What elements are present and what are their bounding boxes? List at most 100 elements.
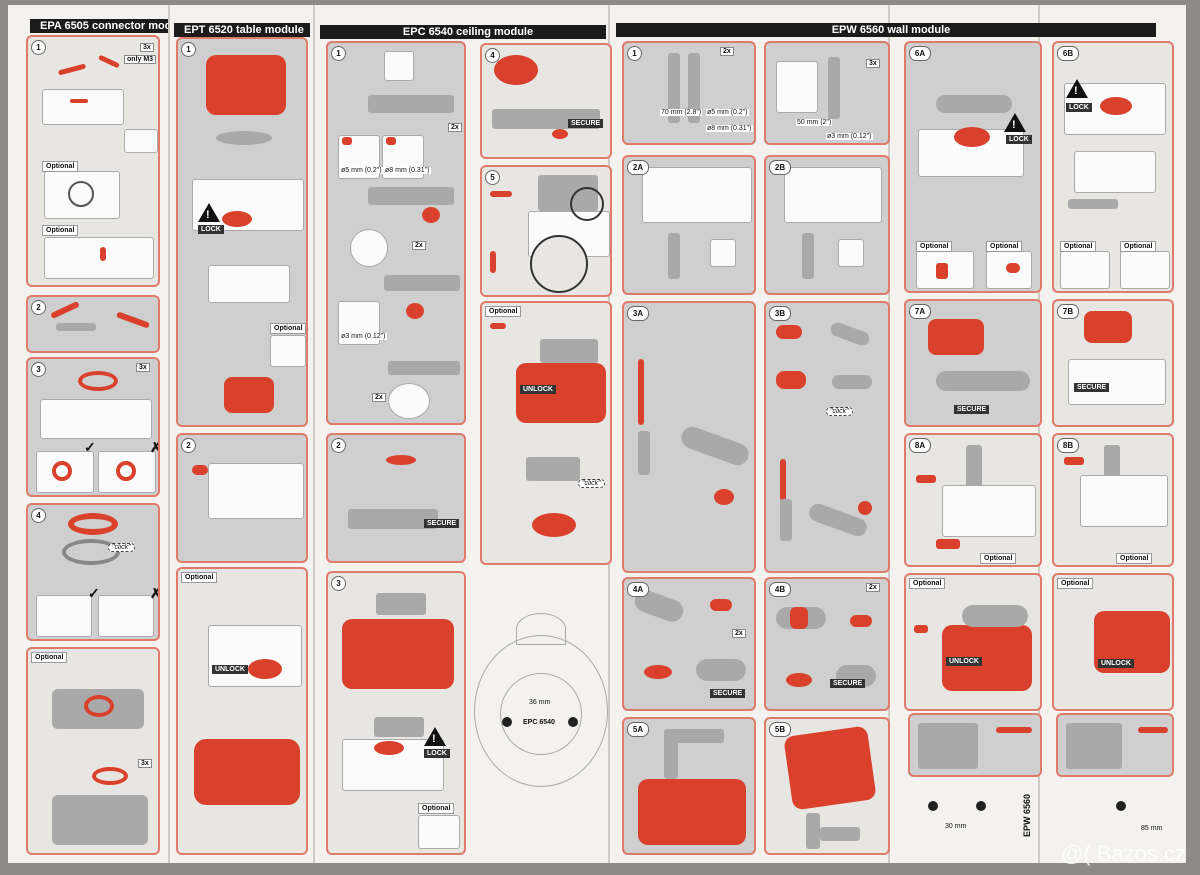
ceiling-step-6-panel: Optional UNLOCK "click": [480, 301, 612, 565]
step-number: 1: [331, 46, 346, 61]
table-step-1-panel: 1 ! LOCK Optional: [176, 37, 308, 427]
projector-illustration: [208, 625, 302, 687]
step-number: 4: [31, 508, 46, 523]
wall-step-10a-panel: [908, 713, 1042, 777]
projector-illustration: [942, 485, 1036, 537]
projector-red-illustration: [206, 55, 286, 115]
wall-step-2a-panel: 2A: [622, 155, 756, 295]
fold-line: [313, 5, 315, 863]
wall-step-4a-panel: 4A 2x SECURE: [622, 577, 756, 711]
step-number: 2: [181, 438, 196, 453]
step-number: 3: [331, 576, 346, 591]
header-table-module: EPT 6520 table module: [174, 23, 310, 37]
optional-label: Optional: [270, 323, 306, 334]
secure-label: SECURE: [1074, 383, 1110, 392]
header-ceiling-module: EPC 6540 ceiling module: [320, 25, 606, 39]
projector-red-illustration: [194, 739, 300, 805]
optional-label: Optional: [1120, 241, 1157, 252]
warning-icon: !: [198, 203, 220, 222]
wall-step-5a-panel: 5A: [622, 717, 756, 855]
table-step-2-panel: 2: [176, 433, 308, 563]
cross-mark-icon: ✗: [150, 439, 158, 456]
wall-step-5b-panel: 5B: [764, 717, 890, 855]
diameter-3mm-label: ø3 mm (0.12"): [826, 133, 873, 140]
correct-lock-illustration: [36, 595, 92, 637]
times-label: 2x: [732, 629, 746, 638]
projector-illustration: [342, 739, 444, 791]
check-mark-icon: ✓: [88, 585, 100, 601]
diameter-8mm-label: ø8 mm (0.31"): [384, 167, 431, 174]
step-number: 3: [31, 362, 46, 377]
step-number: 4B: [769, 582, 791, 597]
lock-label: LOCK: [1066, 103, 1092, 112]
wall-step-4b-panel: 4B 2x SECURE: [764, 577, 890, 711]
template-30mm-label: 30 mm: [945, 823, 967, 830]
incorrect-lock-illustration: [98, 595, 154, 637]
wall-step-9b-panel: Optional UNLOCK: [1052, 573, 1174, 711]
unlock-label: UNLOCK: [212, 665, 248, 674]
ceiling-step-1-panel: 1 2x ø5 mm (0.2") ø8 mm (0.31") 2x ø3 mm…: [326, 41, 466, 425]
header-wall-module: EPW 6560 wall module: [616, 23, 1156, 37]
unlock-label: UNLOCK: [520, 385, 556, 394]
template-36mm-label: 36 mm: [529, 699, 551, 706]
measurement-70mm-label: 70 mm (2.8"): [660, 109, 703, 116]
diameter-8mm-label: ø8 mm (0.31"): [706, 125, 753, 132]
ceiling-drilling-template: 36 mm EPC 6540: [470, 613, 610, 789]
manual-book-illustration: [124, 129, 158, 153]
socket-icon: [384, 51, 414, 81]
optional-label: Optional: [181, 572, 218, 583]
times-label: 2x: [866, 583, 880, 592]
lock-label: LOCK: [424, 749, 450, 758]
optional-label: Optional: [42, 161, 79, 172]
times-label: 3x: [866, 59, 880, 68]
wall-step-8a-panel: 8A Optional: [904, 433, 1042, 567]
connector-step-4-panel: 4 "click" ✓ ✗: [26, 503, 160, 641]
diameter-5mm-label: ø5 mm (0.2"): [706, 109, 749, 116]
times-label: 3x: [138, 759, 152, 768]
optional-label: Optional: [909, 578, 946, 589]
wall-step-2b-panel: 2B: [764, 155, 890, 295]
step-number: 7A: [909, 304, 931, 319]
times-label: 2x: [372, 393, 386, 402]
click-callout: "click": [826, 407, 853, 416]
wall-step-7a-panel: 7A SECURE: [904, 299, 1042, 427]
secure-label: SECURE: [954, 405, 990, 414]
step-number: 2: [31, 300, 46, 315]
connector-step-1-panel: 1 only M3 3x Optional Optional: [26, 35, 160, 287]
wall-step-9a-panel: Optional UNLOCK: [904, 573, 1042, 711]
step-number: 5A: [627, 722, 649, 737]
warning-icon: !: [1066, 79, 1088, 98]
ceiling-step-2-panel: 2 SECURE: [326, 433, 466, 563]
diameter-5mm-label: ø5 mm (0.2"): [340, 167, 383, 174]
step-number: 1: [31, 40, 46, 55]
optional-label: Optional: [1057, 578, 1094, 589]
secure-label: SECURE: [424, 519, 460, 528]
zoom-detail-circle: [530, 235, 588, 293]
secure-label: SECURE: [568, 119, 604, 128]
instruction-sheet: EPA 6505 connector module EPT 6520 table…: [8, 5, 1186, 863]
projector-red-illustration: [342, 619, 454, 689]
wall-step-8b-panel: 8B Optional: [1052, 433, 1174, 567]
wall-step-3a-panel: 3A: [622, 301, 756, 573]
lock-label: LOCK: [1006, 135, 1032, 144]
projector-illustration: [40, 399, 152, 439]
step-number: 2A: [627, 160, 649, 175]
wall-step-10b-panel: [1056, 713, 1174, 777]
step-number: 4A: [627, 582, 649, 597]
only-m3-label: only M3: [124, 55, 157, 64]
step-number: 8B: [1057, 438, 1079, 453]
step-number: 3B: [769, 306, 791, 321]
zoom-detail-circle: [570, 187, 604, 221]
step-number: 1: [181, 42, 196, 57]
step-number: 4: [485, 48, 500, 63]
table-step-3-panel: Optional UNLOCK: [176, 567, 308, 855]
step-number: 6B: [1057, 46, 1079, 61]
times-label: 2x: [412, 241, 426, 250]
spacer-illustration: [44, 237, 154, 279]
step-number: 5B: [769, 722, 791, 737]
times-label: 3x: [136, 363, 150, 372]
template-85mm-label: 85 mm: [1141, 825, 1163, 832]
wall-drilling-template: 30 mm 85 mm EPW 6560: [904, 783, 1180, 853]
times-label: 3x: [140, 43, 154, 52]
projector-illustration: [1080, 475, 1168, 527]
